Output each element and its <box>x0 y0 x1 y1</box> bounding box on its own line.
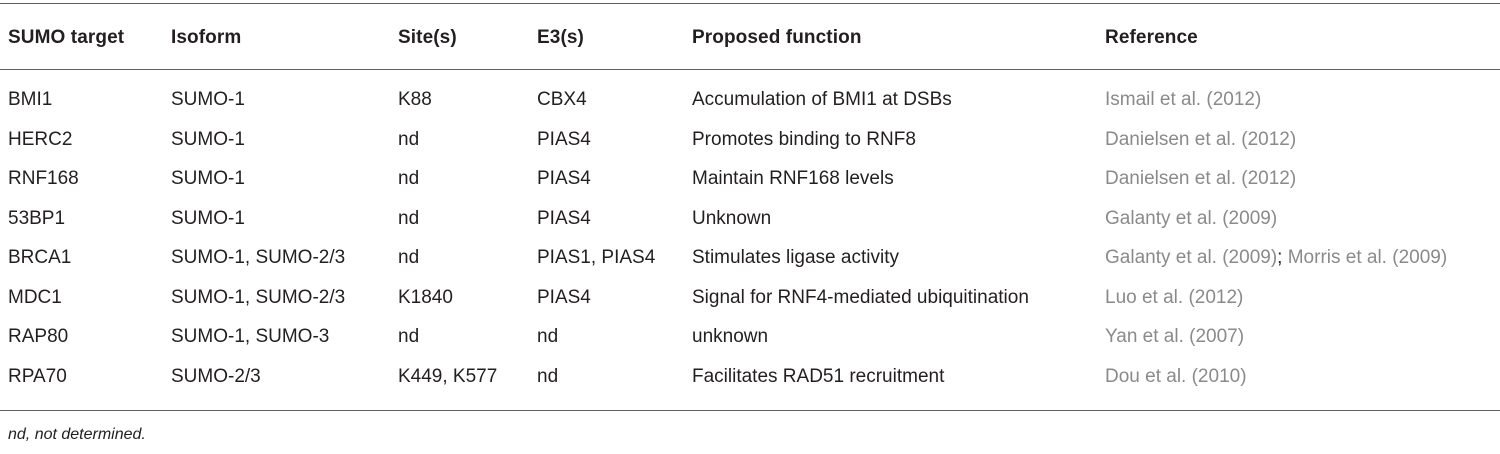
cell-sumo-target: BMI1 <box>8 89 53 110</box>
cell-isoform: SUMO-1 <box>171 128 245 150</box>
cell-sites: nd <box>398 207 420 229</box>
header-sumo-target: SUMO target <box>8 27 125 48</box>
cell-proposed-function: Unknown <box>692 207 772 229</box>
header-proposed-function: Proposed function <box>692 27 862 48</box>
cell-reference: Danielsen et al. (2012) <box>1105 167 1296 191</box>
cell-e3s: PIAS4 <box>537 207 591 229</box>
reference-link[interactable]: Danielsen et al. (2012) <box>1105 168 1297 189</box>
reference-link[interactable]: Galanty et al. (2009) <box>1105 207 1278 229</box>
cell-proposed-function: Accumulation of BMI1 at DSBs <box>692 89 952 110</box>
header-sites: Site(s) <box>398 27 457 48</box>
cell-isoform: SUMO-1 <box>171 168 245 189</box>
header-isoform: Isoform <box>171 27 242 48</box>
cell-e3s: PIAS4 <box>537 168 591 189</box>
cell-reference: Danielsen et al. (2012) <box>1105 128 1296 152</box>
cell-isoform: SUMO-1, SUMO-2/3 <box>171 247 346 268</box>
cell-sumo-target: RAP80 <box>8 326 69 347</box>
cell-reference: Ismail et al. (2012) <box>1105 88 1261 112</box>
cell-sites: K1840 <box>398 286 453 308</box>
cell-reference: Yan et al. (2007) <box>1105 325 1244 349</box>
cell-sumo-target: RPA70 <box>8 365 67 387</box>
table-top-rule <box>0 3 1500 4</box>
header-reference: Reference <box>1105 27 1198 48</box>
cell-proposed-function: Maintain RNF168 levels <box>692 168 894 189</box>
cell-sites: nd <box>398 168 420 189</box>
table-footnote: nd, not determined. <box>8 426 146 443</box>
cell-reference: Luo et al. (2012) <box>1105 286 1243 310</box>
cell-e3s: CBX4 <box>537 89 587 110</box>
cell-sites: K449, K577 <box>398 365 498 387</box>
header-bottom-rule <box>0 69 1500 70</box>
reference-separator: ; <box>1277 247 1288 268</box>
cell-sumo-target: 53BP1 <box>8 207 66 229</box>
reference-link[interactable]: Danielsen et al. (2012) <box>1105 128 1297 150</box>
cell-proposed-function: Facilitates RAD51 recruitment <box>692 365 945 387</box>
cell-sites: nd <box>398 326 420 347</box>
cell-proposed-function: Stimulates ligase activity <box>692 247 899 268</box>
cell-e3s: PIAS1, PIAS4 <box>537 247 656 268</box>
table-bottom-rule <box>0 410 1500 411</box>
cell-sumo-target: RNF168 <box>8 168 79 189</box>
cell-proposed-function: Promotes binding to RNF8 <box>692 128 916 150</box>
cell-sites: nd <box>398 247 420 268</box>
cell-sumo-target: MDC1 <box>8 286 62 308</box>
header-e3s: E3(s) <box>537 27 584 48</box>
cell-reference: Galanty et al. (2009); Morris et al. (20… <box>1105 246 1447 270</box>
cell-isoform: SUMO-2/3 <box>171 365 261 387</box>
cell-isoform: SUMO-1, SUMO-3 <box>171 326 330 347</box>
reference-link[interactable]: Morris et al. (2009) <box>1287 247 1448 268</box>
cell-sumo-target: HERC2 <box>8 128 73 150</box>
reference-link[interactable]: Galanty et al. (2009) <box>1105 247 1278 268</box>
cell-isoform: SUMO-1, SUMO-2/3 <box>171 286 346 308</box>
cell-isoform: SUMO-1 <box>171 89 245 110</box>
cell-sumo-target: BRCA1 <box>8 247 72 268</box>
reference-link[interactable]: Yan et al. (2007) <box>1105 326 1245 347</box>
cell-e3s: nd <box>537 365 559 387</box>
reference-link[interactable]: Dou et al. (2010) <box>1105 365 1247 387</box>
cell-sites: nd <box>398 128 420 150</box>
cell-reference: Galanty et al. (2009) <box>1105 207 1277 231</box>
cell-proposed-function: Signal for RNF4-mediated ubiquitination <box>692 286 1029 308</box>
reference-link[interactable]: Luo et al. (2012) <box>1105 286 1244 308</box>
cell-sites: K88 <box>398 89 432 110</box>
cell-reference: Dou et al. (2010) <box>1105 365 1247 389</box>
cell-proposed-function: unknown <box>692 326 769 347</box>
cell-e3s: nd <box>537 326 559 347</box>
cell-isoform: SUMO-1 <box>171 207 245 229</box>
reference-link[interactable]: Ismail et al. (2012) <box>1105 89 1262 110</box>
cell-e3s: PIAS4 <box>537 286 591 308</box>
cell-e3s: PIAS4 <box>537 128 591 150</box>
